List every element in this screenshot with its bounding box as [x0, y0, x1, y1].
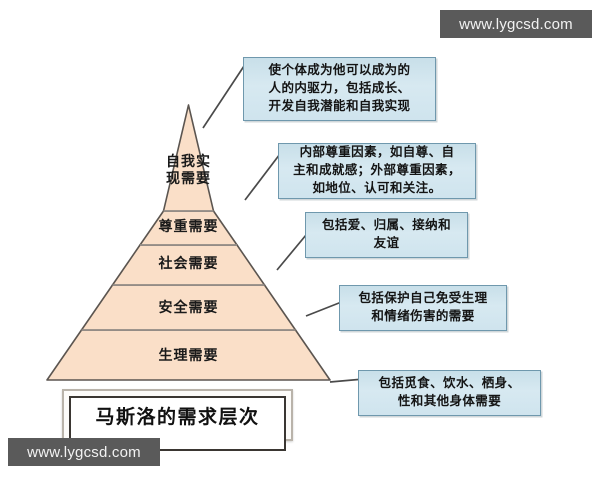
watermark-top-right-text: www.lygcsd.com	[459, 15, 573, 33]
callout-physiological-text: 包括觅食、饮水、栖身、 性和其他身体需要	[378, 376, 521, 408]
callout-self-actualization-text: 使个体成为他可以成为的 人的内驱力，包括成长、 开发自我潜能和自我实现	[268, 63, 411, 113]
watermark-bottom-left-text: www.lygcsd.com	[27, 443, 141, 461]
callout-self-actualization: 使个体成为他可以成为的 人的内驱力，包括成长、 开发自我潜能和自我实现	[243, 57, 436, 121]
callout-safety: 包括保护自己免受生理 和情绪伤害的需要	[339, 285, 507, 331]
leader-line-esteem	[244, 149, 284, 201]
callout-safety-text: 包括保护自己免受生理 和情绪伤害的需要	[358, 291, 488, 323]
leader-line-self-actualization	[202, 62, 247, 129]
pyramid-tier-esteem	[139, 210, 238, 246]
callout-social-text: 包括爱、归属、接纳和 友谊	[321, 218, 451, 250]
watermark-bottom-left: www.lygcsd.com	[8, 438, 160, 466]
callout-esteem-text: 内部尊重因素，如自尊、自 主和成就感；外部尊重因素， 如地位、认可和关注。	[293, 145, 461, 195]
pyramid-tier-safety	[80, 284, 297, 331]
page-title: 马斯洛的需求层次	[95, 407, 260, 428]
callout-social: 包括爱、归属、接纳和 友谊	[305, 212, 468, 258]
leader-line-safety	[305, 300, 345, 317]
pyramid-tier-social	[111, 244, 266, 286]
watermark-top-right: www.lygcsd.com	[440, 10, 592, 38]
callout-physiological: 包括觅食、饮水、栖身、 性和其他身体需要	[358, 370, 541, 416]
title-plaque: 马斯洛的需求层次	[62, 389, 293, 451]
pyramid-tier-physiological	[46, 329, 331, 381]
callout-esteem: 内部尊重因素，如自尊、自 主和成就感；外部尊重因素， 如地位、认可和关注。	[278, 143, 476, 199]
pyramid-tier-self-actualization	[162, 104, 215, 212]
